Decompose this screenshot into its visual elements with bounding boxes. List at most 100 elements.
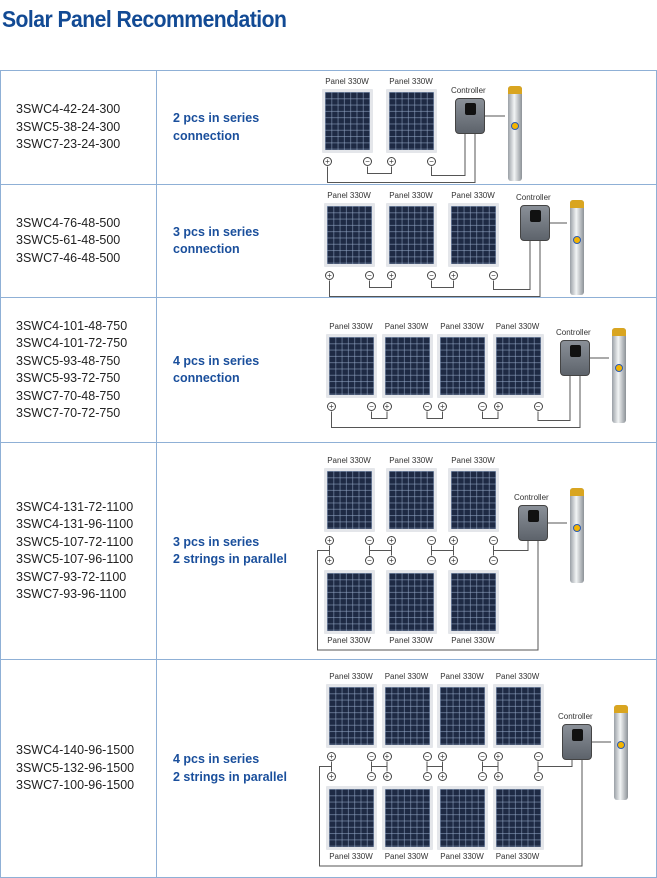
panel-cells <box>327 471 372 529</box>
plus-terminal-icon: + <box>387 271 396 280</box>
panel-label: Panel 330W <box>440 852 484 861</box>
page-title: Solar Panel Recommendation <box>2 6 287 32</box>
model-name: 3SWC5-107-96-1100 <box>16 552 134 566</box>
panel-label: Panel 330W <box>389 77 433 86</box>
panel-cells <box>440 687 485 745</box>
controller-screen <box>530 210 541 222</box>
connection-line: connection <box>173 242 240 256</box>
wire <box>426 766 443 772</box>
solar-panel <box>437 334 488 398</box>
wire <box>426 761 443 767</box>
wiring-lines <box>317 522 567 651</box>
wiring-diagram: Panel 330W+−Panel 330W+−Panel 330W+−Pane… <box>300 298 656 442</box>
pump-cap <box>612 328 626 336</box>
solar-panel <box>381 334 433 398</box>
pump-icon <box>570 200 584 295</box>
wire <box>327 134 476 183</box>
wire <box>426 411 443 419</box>
solar-panel <box>386 468 437 532</box>
wire <box>371 411 388 419</box>
pump-icon <box>612 328 626 423</box>
plus-terminal-icon: + <box>449 271 458 280</box>
plus-terminal-icon: + <box>438 402 447 411</box>
plus-terminal-icon: + <box>387 536 396 545</box>
solar-panel <box>492 786 544 850</box>
controller-label: Controller <box>514 493 549 502</box>
minus-terminal-icon: − <box>422 772 432 781</box>
solar-panel <box>437 684 488 748</box>
wire <box>538 760 573 767</box>
pump-icon <box>508 86 522 181</box>
minus-terminal-icon: − <box>489 271 498 280</box>
wire <box>493 541 529 551</box>
panel-label: Panel 330W <box>327 636 371 645</box>
panel-cells <box>440 789 485 847</box>
minus-terminal-icon: − <box>427 556 436 565</box>
solar-panel <box>492 684 544 748</box>
minus-terminal-icon: − <box>422 402 432 411</box>
model-name: 3SWC7-93-72-1100 <box>16 569 127 584</box>
panel-label: Panel 330W <box>325 77 369 86</box>
controller-icon <box>520 205 550 241</box>
wire <box>482 761 499 767</box>
minus-terminal-icon: − <box>533 402 543 411</box>
pump-label <box>573 524 581 532</box>
panel-cells <box>384 337 430 395</box>
panel-label: Panel 330W <box>451 456 495 465</box>
model-name: 3SWC5-93-72-750 <box>16 371 121 385</box>
plus-terminal-icon: + <box>438 772 447 781</box>
plus-terminal-icon: + <box>325 271 334 280</box>
connection-line: connection <box>173 128 240 143</box>
model-name: 3SWC4-131-96-1100 <box>16 517 134 531</box>
panel-cells <box>329 337 374 395</box>
minus-terminal-icon: − <box>489 536 498 545</box>
minus-terminal-icon: − <box>478 752 487 761</box>
plus-terminal-icon: + <box>438 752 447 761</box>
wire <box>317 541 539 651</box>
connection-line: 3 pcs in series <box>173 224 260 239</box>
wiring-diagram: Panel 330W+−Panel 330W+−Panel 330W+−Pane… <box>300 443 656 659</box>
panel-label: Panel 330W <box>384 672 429 681</box>
solar-panel <box>326 786 377 850</box>
wire <box>482 411 499 419</box>
connection-line: 4 pcs in series <box>173 752 260 766</box>
solar-panel <box>448 468 499 532</box>
minus-terminal-icon: − <box>533 772 543 781</box>
panel-cells <box>384 687 430 745</box>
wiring-diagram: Panel 330W+−Panel 330W+−Panel 330W+−Cont… <box>300 185 656 297</box>
panel-cells <box>384 789 430 847</box>
minus-terminal-icon: − <box>367 772 376 781</box>
panel-label: Panel 330W <box>329 672 373 681</box>
wire <box>482 766 499 772</box>
wiring-lines <box>327 115 505 183</box>
panel-cells <box>495 687 541 745</box>
pump-cap <box>614 705 628 713</box>
panel-cells <box>451 471 496 529</box>
panel-cells <box>325 92 370 150</box>
panel-label: Panel 330W <box>384 852 429 861</box>
solar-panel <box>326 334 377 398</box>
plus-terminal-icon: + <box>327 402 336 411</box>
connection-line: 3 pcs in series <box>173 534 260 549</box>
pump-cap <box>570 488 584 496</box>
controller-screen <box>465 103 476 115</box>
panel-label: Panel 330W <box>327 191 371 200</box>
model-name: 3SWC4-101-48-750 <box>16 318 128 333</box>
panel-cells <box>327 206 372 264</box>
controller-icon <box>562 724 592 760</box>
connection-line: 2 strings in parallel <box>173 552 287 566</box>
minus-terminal-icon: − <box>367 402 376 411</box>
panel-cells <box>389 92 434 150</box>
minus-terminal-icon: − <box>533 752 543 761</box>
minus-terminal-icon: − <box>365 271 374 280</box>
pump-icon <box>570 488 584 583</box>
plus-terminal-icon: + <box>325 556 334 565</box>
wiring-lines <box>331 357 609 428</box>
minus-terminal-icon: − <box>367 752 376 761</box>
solar-panel <box>324 570 375 634</box>
solar-panel <box>437 786 488 850</box>
